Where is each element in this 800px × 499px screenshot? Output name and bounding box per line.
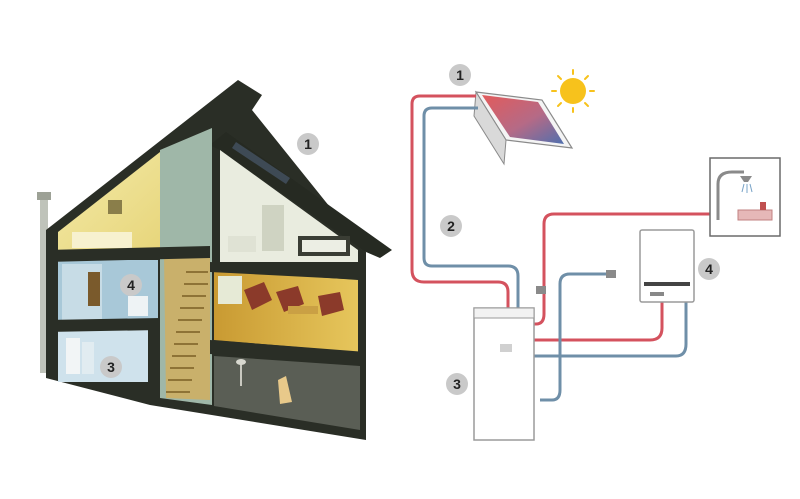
house-label-3: 3 (100, 356, 122, 378)
system-label-2-pipes: 2 (440, 215, 462, 237)
shower-icon (709, 157, 781, 237)
heating-system (410, 69, 781, 441)
house-label-1: 1 (297, 133, 319, 155)
chimney (40, 198, 48, 373)
cold-water-pipes (422, 106, 688, 402)
system-label-3-tank: 3 (446, 373, 468, 395)
storage-tank-icon (473, 307, 535, 441)
hot-water-pipes (410, 94, 712, 342)
staircase (166, 271, 208, 393)
boiler-icon (639, 229, 695, 303)
roof-solar-panel (232, 142, 290, 184)
system-label-4-boiler: 4 (698, 258, 720, 280)
sun-icon (551, 69, 595, 113)
house-label-4: 4 (120, 274, 142, 296)
attic-room-right (220, 150, 358, 262)
system-label-1-collector: 1 (449, 64, 471, 86)
house-cutaway (37, 80, 392, 440)
solar-collector-icon (473, 90, 574, 166)
